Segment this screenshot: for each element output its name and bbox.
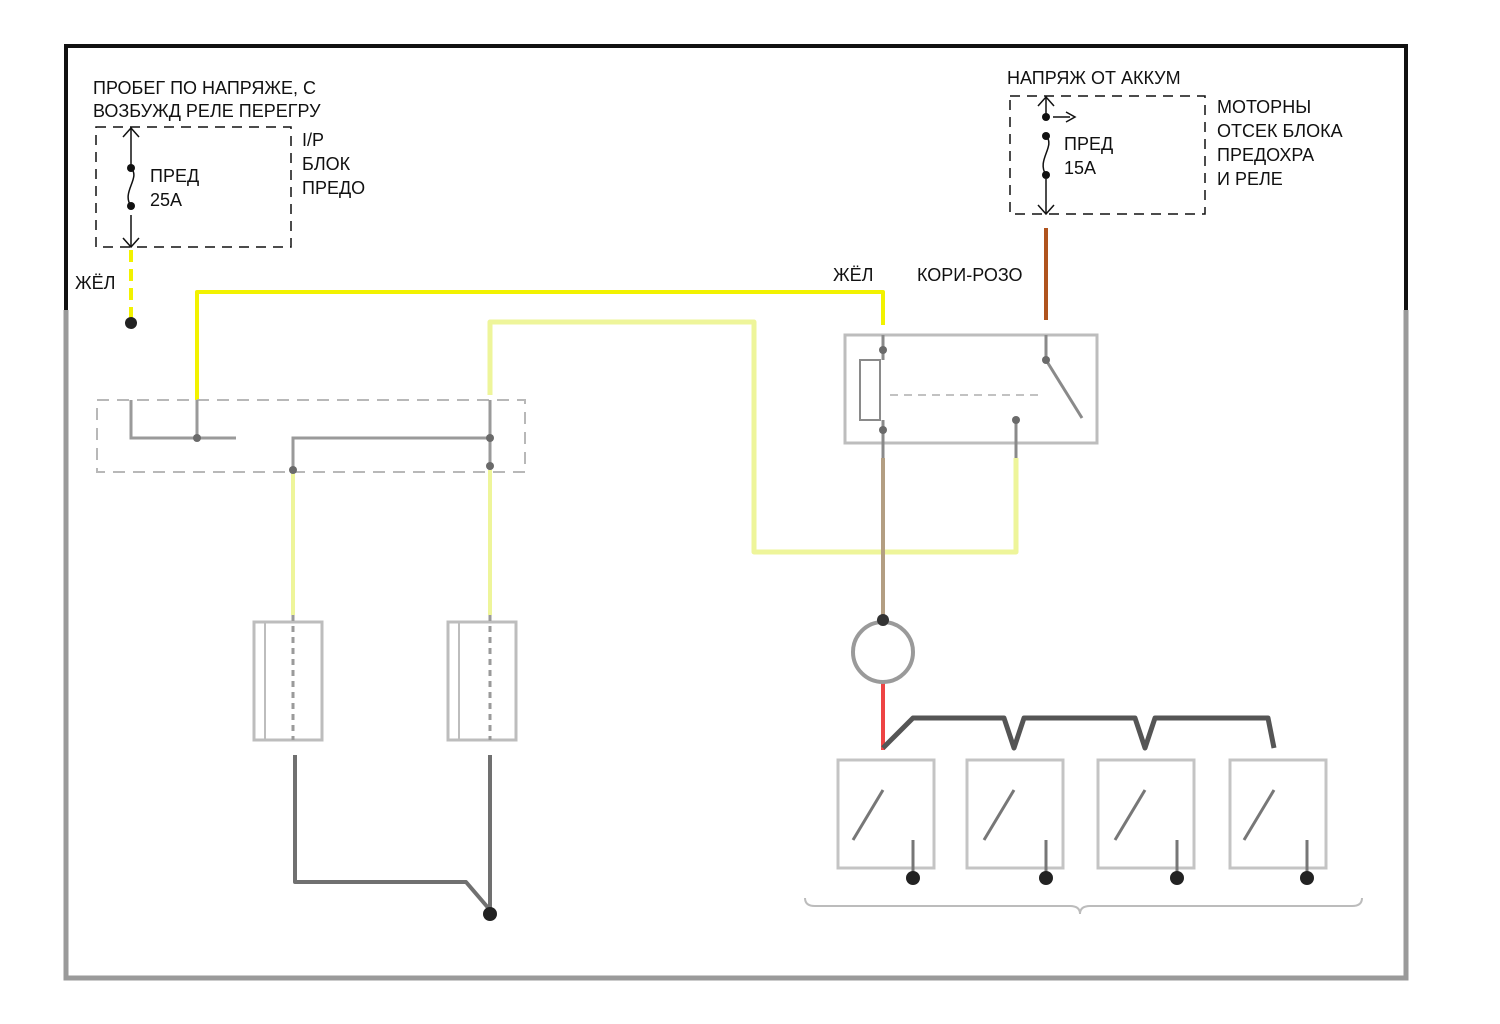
fuse-left-caption-line1: ПРОБЕГ ПО НАПРЯЖЕ, С [93,78,316,98]
wiring [131,228,1274,910]
horn-switches [838,760,1326,868]
engine-block-label-line3: ПРЕДОХРА [1217,145,1314,165]
wire-label-brown-pink: КОРИ-РОЗО [917,265,1023,285]
engine-block-label-line2: ОТСЕК БЛОКА [1217,121,1343,141]
switch-contacts [853,790,1307,878]
fuse-15a-symbol [1039,113,1053,179]
switch-ground-dots [483,871,1314,921]
engine-fuse-block: ПРЕД 15A МОТОРНЫ ОТСЕК БЛОКА ПРЕДОХРА И … [1010,96,1343,214]
ip-fuse-block: ПРЕД 25A I/P БЛОК ПРЕДО [96,127,365,247]
ip-block-label-line3: ПРЕДО [302,178,365,198]
blurred-lower-section [97,335,1362,921]
fuse-15a-label-line1: ПРЕД [1064,134,1113,154]
dark-wire-switch-chain [883,718,1274,748]
fuse-25a-label-line1: ПРЕД [150,166,199,186]
diagram-frame [66,46,1406,978]
connector-terminals [131,400,490,470]
clockspring-coil [853,622,913,682]
fuse-15a-label-line2: 15A [1064,158,1096,178]
engine-block-label-line1: МОТОРНЫ [1217,97,1311,117]
fuse-25a-label-line2: 25A [150,190,182,210]
fuse-25a-symbol [124,164,138,215]
wire-label-yellow-left: ЖЁЛ [75,273,115,293]
pale-yellow-wire-loop [490,322,1016,552]
horn-left [254,615,322,740]
horn-relay-internals [860,335,1082,458]
relay-terminals [879,346,1050,434]
ip-block-label-line2: БЛОК [302,154,351,174]
terminal-dots [193,434,494,474]
horn-right [448,615,516,740]
yellow-wire-top [197,292,883,400]
horn-switch-bracket [805,898,1362,914]
wire-label-yellow-top: ЖЁЛ [833,265,873,285]
clockspring-terminal-top [877,614,889,626]
splice-dot-left [125,317,137,329]
black-ground-wire [295,755,490,910]
fuse-left-caption-line2: ВОЗБУЖД РЕЛЕ ПЕРЕГРУ [93,101,321,121]
ip-block-label-line1: I/P [302,130,324,150]
underhood-connector-outline [97,400,525,472]
fuse-right-caption: НАПРЯЖ ОТ АККУМ [1007,68,1181,88]
engine-block-label-line4: И РЕЛЕ [1217,169,1283,189]
